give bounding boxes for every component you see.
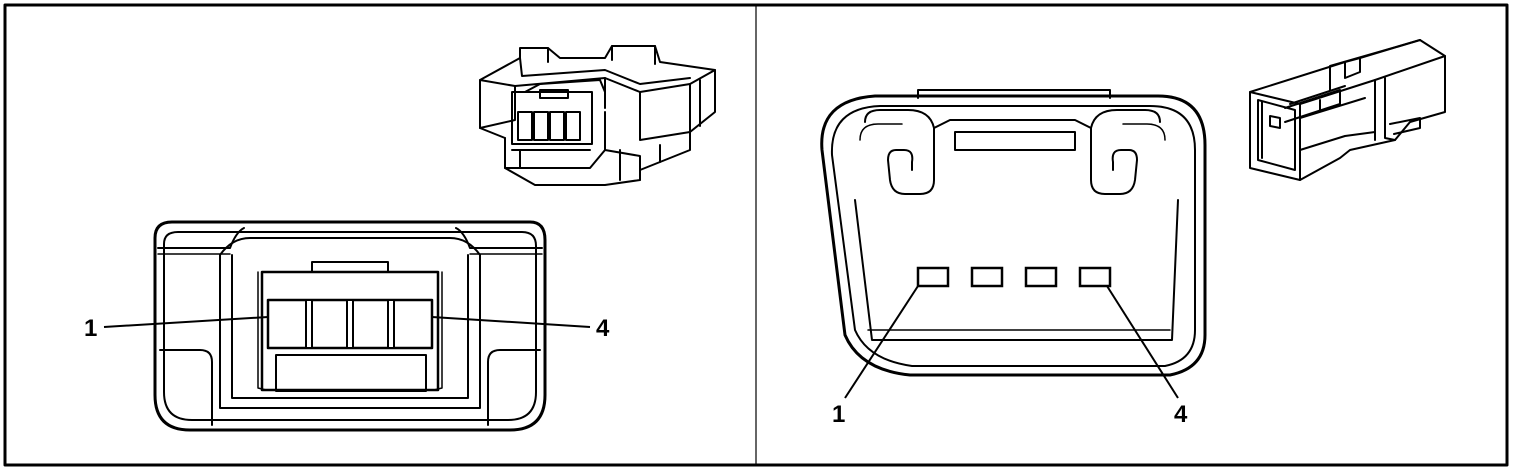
left-pin-label-last: 4 xyxy=(596,315,610,342)
left-panel: 1 4 xyxy=(84,45,716,432)
right-panel: 1 4 xyxy=(820,39,1446,428)
left-pin-divider xyxy=(387,299,395,349)
left-pin-divider xyxy=(305,299,313,349)
left-pin-divider xyxy=(346,299,354,349)
right-callout-line-pin-first xyxy=(844,285,919,399)
left-callout-line-pin-first xyxy=(103,316,269,328)
left-pin-label-first: 1 xyxy=(84,315,97,342)
right-pin-cavity xyxy=(1024,266,1058,288)
right-connector-front-view xyxy=(820,89,1207,377)
right-pin-cavities xyxy=(916,266,1112,288)
left-callout-line-pin-last xyxy=(431,316,591,328)
right-pin-label-first: 1 xyxy=(832,401,845,428)
right-pin-label-last: 4 xyxy=(1174,401,1188,428)
right-pin-cavity xyxy=(1078,266,1112,288)
left-connector-front-view xyxy=(153,220,547,432)
right-connector-isometric-view xyxy=(1249,39,1446,181)
outer-frame xyxy=(3,3,1509,467)
right-pin-cavity xyxy=(916,266,950,288)
right-pin-cavity xyxy=(970,266,1004,288)
left-pin-dividers xyxy=(305,299,395,349)
right-callout-line-pin-last xyxy=(1106,285,1179,399)
left-connector-isometric-view xyxy=(479,45,716,186)
